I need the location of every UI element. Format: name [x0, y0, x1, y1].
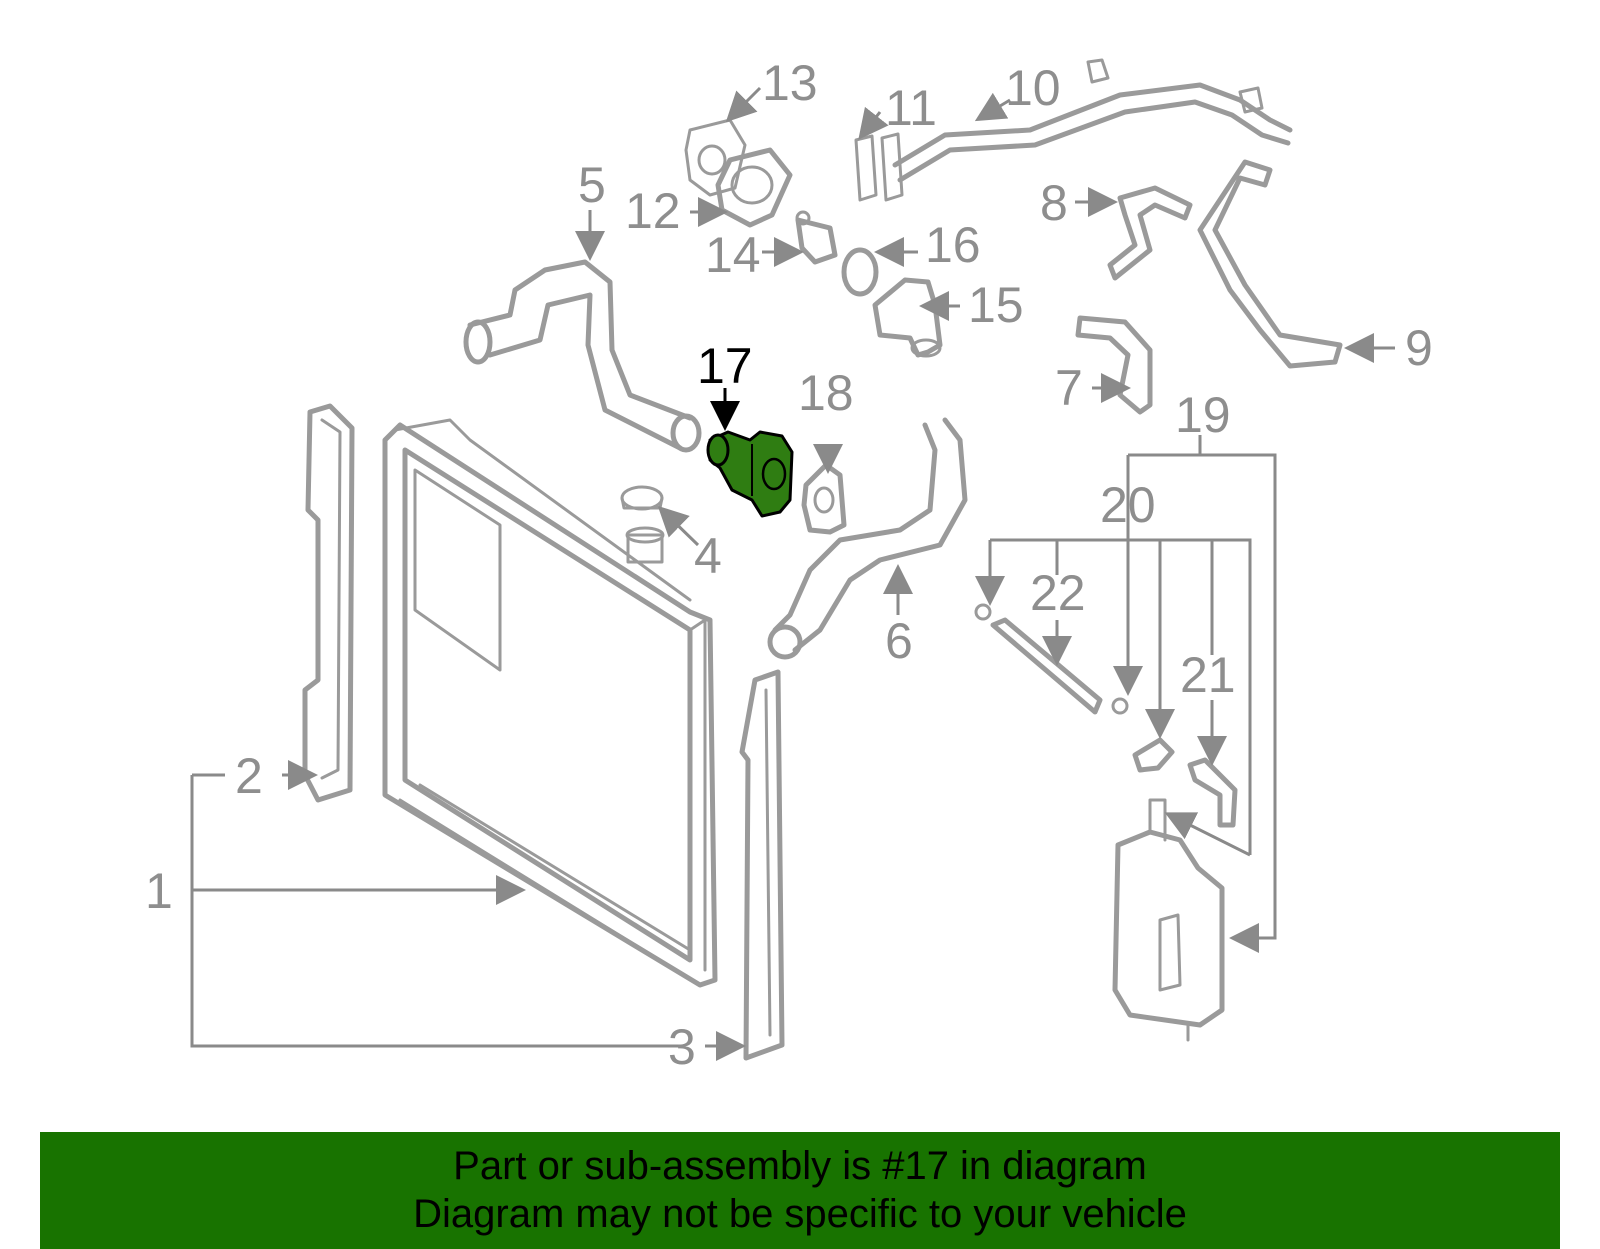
callout-13: 13: [762, 55, 818, 111]
water-outlet-gasket: [801, 462, 847, 535]
info-banner: Part or sub-assembly is #17 in diagram D…: [40, 1132, 1560, 1249]
callout-15: 15: [968, 277, 1024, 333]
radiator: [382, 418, 718, 988]
callout-20: 20: [1100, 477, 1156, 533]
reservoir-hose-22: [990, 617, 1103, 715]
callout-9: 9: [1405, 320, 1433, 376]
upper-radiator-hose: [463, 259, 702, 453]
callout-16: 16: [925, 217, 981, 273]
bypass-hose: [1075, 315, 1153, 415]
callout-2: 2: [235, 748, 263, 804]
callout-19: 19: [1175, 387, 1231, 443]
leader-lines: [190, 86, 1395, 1061]
callout-labels: 1 2 3 4 5 6 7 8 9 10 11 12 13 14 15 16 1…: [145, 55, 1433, 1075]
heater-hose-b: [1197, 159, 1343, 369]
callout-18: 18: [798, 365, 854, 421]
thermostat-housing: [715, 147, 793, 228]
callout-10: 10: [1005, 60, 1061, 116]
reservoir-hose-21: [1187, 757, 1238, 828]
callout-17-highlighted: 17: [697, 338, 753, 394]
banner-line-2: Diagram may not be specific to your vehi…: [413, 1192, 1187, 1236]
callout-3: 3: [668, 1019, 696, 1075]
reservoir-cap: [1132, 737, 1175, 773]
banner-line-1: Part or sub-assembly is #17 in diagram: [453, 1144, 1147, 1188]
side-seal-left: [302, 403, 355, 803]
radiator-cap: [620, 485, 664, 511]
callout-14: 14: [705, 227, 761, 283]
coolant-reservoir: [1112, 798, 1225, 1042]
callout-22: 22: [1030, 565, 1086, 621]
o-ring: [841, 247, 879, 297]
thermostat: [795, 210, 838, 265]
thermostat-gasket: [684, 118, 747, 197]
water-bypass-pipe: [892, 58, 1293, 183]
callout-5: 5: [578, 157, 606, 213]
heater-hose-a: [1107, 185, 1193, 281]
callout-1: 1: [145, 863, 173, 919]
water-outlet-highlighted[interactable]: [706, 430, 794, 518]
callout-11: 11: [885, 80, 937, 136]
side-seal-right: [739, 669, 785, 1061]
parts-diagram: 1 2 3 4 5 6 7 8 9 10 11 12 13 14 15 16 1…: [145, 55, 1433, 1075]
callout-12: 12: [625, 183, 681, 239]
callout-6: 6: [885, 613, 913, 669]
callout-8: 8: [1040, 175, 1068, 231]
callout-7: 7: [1055, 360, 1083, 416]
water-inlet: [872, 277, 943, 358]
callout-4: 4: [694, 528, 722, 584]
callout-21: 21: [1180, 647, 1236, 703]
lower-radiator-hose: [767, 417, 968, 660]
